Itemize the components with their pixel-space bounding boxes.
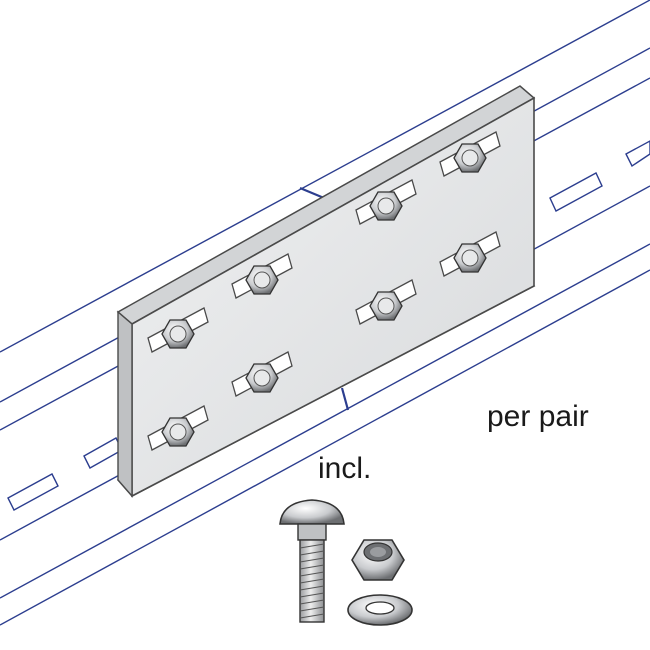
fastener — [147, 307, 209, 353]
carriage-bolt-icon — [279, 499, 345, 623]
hex-nut-icon — [351, 539, 405, 581]
fastener — [355, 279, 417, 325]
splice-plate-icon — [116, 85, 536, 498]
fastener — [355, 179, 417, 225]
fastener — [439, 231, 501, 277]
washer-icon — [347, 594, 413, 626]
included-label: incl. — [318, 452, 372, 485]
per-pair-label: per pair — [487, 400, 589, 433]
plate-fasteners — [147, 131, 501, 451]
fastener — [231, 351, 293, 397]
fastener — [439, 131, 501, 177]
fastener — [231, 253, 293, 299]
fastener — [147, 405, 209, 451]
